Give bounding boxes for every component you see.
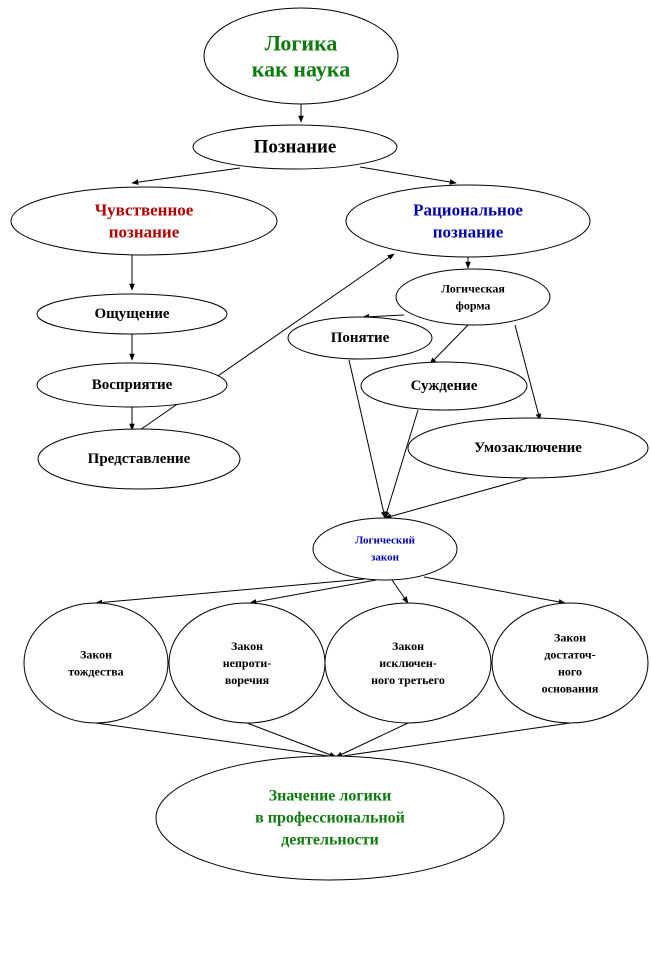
node-sensation-shape (36, 293, 228, 335)
node-logical-form-label-0: Логическая (441, 282, 505, 296)
node-sensory-cognition-label-0: Чувственное (95, 201, 194, 220)
node-logical-law-shape (312, 517, 458, 581)
node-judgment-label-0: Суждение (411, 378, 478, 394)
node-sensory-cognition-label-1: познание (109, 223, 180, 242)
node-perception-shape (36, 362, 228, 408)
node-judgment: Суждение (360, 361, 528, 411)
node-law-sufficient-reason: Закон достаточ-ного основания (491, 602, 649, 724)
node-law-noncontradiction: Закон непроти-воречия (168, 602, 326, 724)
node-law-sufficient-reason-label-3: основания (542, 682, 599, 696)
node-sensation-label-0: Ощущение (94, 306, 169, 322)
node-law-excluded-middle-label-1: исключен- (379, 656, 437, 670)
edge-cognition-to-sensory-cognition (131, 167, 241, 185)
edge-law-noncontradiction-to-logic-significance (246, 722, 337, 758)
node-concept-label-0: Понятие (331, 330, 390, 346)
node-law-noncontradiction-label-0: Закон (231, 639, 263, 653)
node-logical-form-label-1: форма (456, 299, 491, 313)
edge-judgment-to-logical-law (384, 409, 419, 519)
edge-cognition-to-rational-cognition (359, 166, 457, 185)
node-logic-significance-label-2: деятельности (281, 832, 379, 849)
node-cognition-shape (192, 124, 398, 170)
node-representation: Представление (37, 428, 241, 490)
node-logical-law-label-0: Логический (355, 535, 416, 547)
node-law-identity-shape (23, 602, 169, 724)
node-judgment-shape (360, 361, 528, 411)
node-law-excluded-middle-label-2: ного третьего (371, 673, 445, 687)
edge-concept-to-logical-law (348, 359, 387, 519)
node-law-sufficient-reason-label-1: достаточ- (544, 648, 595, 662)
node-representation-label-0: Представление (88, 451, 191, 467)
node-law-identity-label-0: Закон (80, 648, 112, 662)
node-cognition-label-0: Познание (254, 137, 337, 158)
node-law-noncontradiction-label-2: воречия (225, 673, 270, 687)
node-law-excluded-middle: Закон исключен-ного третьего (324, 602, 492, 724)
node-law-identity: Закон тождества (23, 602, 169, 724)
edge-logical-form-to-judgment (429, 324, 469, 365)
node-inference: Умозаключение (407, 417, 649, 479)
node-law-identity-label-1: тождества (68, 665, 123, 679)
node-sensory-cognition: Чувственное познание (10, 186, 278, 256)
edge-logical-law-to-law-excluded-middle (391, 579, 409, 604)
edge-logical-law-to-law-identity (95, 578, 365, 606)
edge-logical-law-to-law-noncontradiction (249, 579, 377, 605)
node-logic-significance-label-0: Значение логики (269, 788, 392, 805)
node-logical-form-shape (395, 268, 551, 326)
node-law-noncontradiction-label-1: непроти- (223, 656, 271, 670)
node-logic-science-label-1: как наука (252, 57, 350, 82)
node-law-sufficient-reason-shape (491, 602, 649, 724)
edge-logical-form-to-concept (362, 313, 405, 320)
node-law-sufficient-reason-label-2: ного (558, 665, 582, 679)
node-perception: Восприятие (36, 362, 228, 408)
edges-layer (95, 104, 571, 759)
edge-law-identity-to-logic-significance (95, 722, 337, 759)
node-law-excluded-middle-label-0: Закон (392, 639, 424, 653)
edge-logical-law-to-law-sufficient-reason (423, 576, 566, 605)
node-sensation: Ощущение (36, 293, 228, 335)
node-sensory-cognition-shape (10, 186, 278, 256)
edge-law-sufficient-reason-to-logic-significance (335, 722, 571, 759)
node-law-sufficient-reason-label-0: Закон (554, 631, 586, 645)
node-rational-cognition-shape (345, 184, 591, 258)
node-concept: Понятие (287, 316, 433, 360)
node-logical-law: Логический закон (312, 517, 458, 581)
node-logic-significance-label-1: в профессиональной (255, 810, 405, 827)
node-representation-shape (37, 428, 241, 490)
node-cognition: Познание (192, 124, 398, 170)
node-rational-cognition-label-1: познание (433, 223, 504, 242)
node-concept-shape (287, 316, 433, 360)
node-inference-shape (407, 417, 649, 479)
edge-law-excluded-middle-to-logic-significance (335, 722, 409, 758)
node-logical-form: Логическая форма (395, 268, 551, 326)
node-perception-label-0: Восприятие (92, 377, 173, 393)
node-logic-significance-shape (155, 755, 505, 881)
node-logic-significance: Значение логики в профессиональной деятель… (155, 755, 505, 881)
edge-logical-form-to-inference (514, 324, 542, 421)
node-rational-cognition: Рациональное познание (345, 184, 591, 258)
node-logic-science-label-0: Логика (265, 31, 338, 56)
node-rational-cognition-label-0: Рациональное (413, 201, 523, 220)
node-law-excluded-middle-shape (324, 602, 492, 724)
node-inference-label-0: Умозаключение (474, 440, 582, 456)
node-logical-law-label-1: закон (371, 552, 400, 564)
edge-inference-to-logical-law (384, 477, 529, 519)
node-logic-science-shape (203, 7, 399, 105)
